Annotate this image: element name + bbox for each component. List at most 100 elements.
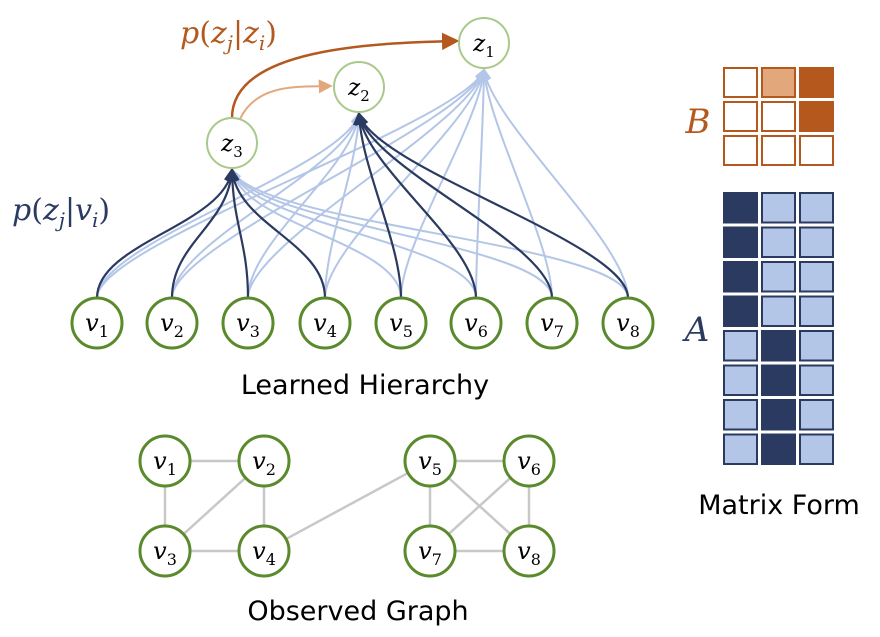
hier-node-v7-label: v7 bbox=[540, 309, 564, 341]
hier-node-v1: v1 bbox=[70, 296, 124, 350]
observed-graph-edges bbox=[163, 459, 531, 553]
edge-v8-z3-weak bbox=[230, 167, 629, 299]
graph-node-v2-label: v2 bbox=[252, 447, 276, 479]
matrix-b bbox=[723, 67, 834, 166]
caption-learned-hierarchy: Learned Hierarchy bbox=[241, 370, 489, 401]
node-z3-circle bbox=[206, 117, 258, 169]
matrix-b-cell-2-2 bbox=[799, 135, 834, 166]
edge-v7-z2-strong bbox=[354, 111, 554, 299]
observed-graph-nodes: v1 v2 v3 v4 v5 v6 v7 v8 bbox=[138, 434, 556, 578]
label-p-z-given-v: p(zj|vi) bbox=[12, 193, 110, 232]
hier-node-v6-label: v6 bbox=[464, 309, 488, 341]
edge-v5-z3-weak bbox=[227, 167, 402, 299]
graph-node-v5-circle bbox=[403, 434, 457, 488]
matrix-b-label: B bbox=[685, 102, 711, 142]
hier-node-v2-circle bbox=[145, 296, 199, 350]
graph-node-v3: v3 bbox=[138, 524, 192, 578]
matrix-a-cell-2-0 bbox=[723, 261, 758, 293]
matrix-a-cell-5-1 bbox=[761, 364, 796, 396]
edge-v5-z2-strong bbox=[352, 111, 403, 299]
edge-v5-z1-weak bbox=[400, 67, 490, 299]
edge-v2-z3-strong bbox=[170, 167, 238, 299]
graph-node-v2-circle bbox=[237, 434, 291, 488]
hier-node-v2-label: v2 bbox=[160, 309, 184, 341]
hier-node-v7: v7 bbox=[525, 296, 579, 350]
matrix-a-cell-1-2 bbox=[799, 226, 834, 258]
matrix-a-cell-3-0 bbox=[723, 295, 758, 327]
matrix-a-cell-7-1 bbox=[761, 433, 796, 465]
hier-node-v5-circle bbox=[374, 296, 428, 350]
hier-node-v4-circle bbox=[298, 296, 352, 350]
edge-z3-z1 bbox=[230, 32, 460, 119]
caption-matrix-form: Matrix Form bbox=[698, 490, 860, 521]
edge-v3-z1-weak bbox=[247, 67, 488, 299]
caption-observed-graph: Observed Graph bbox=[247, 596, 468, 627]
hier-node-v6: v6 bbox=[449, 296, 503, 350]
matrix-a-cell-6-1 bbox=[761, 399, 796, 431]
hier-node-v4-label: v4 bbox=[313, 309, 337, 341]
matrix-a-cell-7-0 bbox=[723, 433, 758, 465]
hier-node-v7-circle bbox=[525, 296, 579, 350]
edge-v1-z1-weak bbox=[96, 67, 486, 299]
graph-edge-v4-v5 bbox=[285, 471, 409, 541]
matrix-b-cell-0-1 bbox=[761, 67, 796, 98]
graph-node-v8-circle bbox=[502, 524, 556, 578]
edge-v4-z3-strong bbox=[226, 167, 327, 299]
graph-node-v2: v2 bbox=[237, 434, 291, 488]
edge-v1-z3-strong bbox=[95, 167, 237, 299]
hier-node-v5-label: v5 bbox=[389, 309, 413, 341]
light-hierarchy-edges bbox=[96, 67, 629, 299]
hier-node-v3: v3 bbox=[221, 296, 275, 350]
node-z2-label: z2 bbox=[347, 75, 370, 105]
matrix-a-cell-1-0 bbox=[723, 226, 758, 258]
edge-v3-z3-strong bbox=[225, 167, 250, 299]
graph-node-v1: v1 bbox=[138, 434, 192, 488]
edge-v7-z1-weak bbox=[478, 67, 553, 299]
matrix-b-cell-1-2 bbox=[799, 101, 834, 132]
matrix-a-label: A bbox=[682, 310, 710, 350]
graph-node-v8-label: v8 bbox=[517, 537, 541, 569]
edge-v7-z3-weak bbox=[229, 167, 553, 299]
hier-node-v8-label: v8 bbox=[616, 309, 640, 341]
node-z2-circle bbox=[333, 61, 385, 113]
dark-hierarchy-edges bbox=[95, 111, 630, 299]
matrix-a-cell-6-2 bbox=[799, 399, 834, 431]
graph-node-v3-circle bbox=[138, 524, 192, 578]
graph-edge-v2-v3 bbox=[182, 476, 247, 536]
matrix-a-cell-0-2 bbox=[799, 192, 834, 224]
latent-nodes: z1 z2 z3 bbox=[206, 17, 510, 169]
edge-v2-z1-weak bbox=[171, 67, 487, 299]
node-z1: z1 bbox=[458, 17, 510, 69]
matrix-a-cell-3-1 bbox=[761, 295, 796, 327]
observed-nodes-hierarchy: v1 v2 v3 v4 v5 v6 v7 v8 bbox=[70, 296, 655, 350]
graph-node-v6-label: v6 bbox=[517, 447, 541, 479]
matrix-a-cell-2-1 bbox=[761, 261, 796, 293]
matrix-a-cell-5-0 bbox=[723, 364, 758, 396]
matrix-b-cell-1-1 bbox=[761, 101, 796, 132]
edge-v2-z2-weak bbox=[171, 111, 363, 299]
node-z3-label: z3 bbox=[220, 131, 243, 161]
graph-node-v6: v6 bbox=[502, 434, 556, 488]
matrix-a-cell-6-0 bbox=[723, 399, 758, 431]
matrix-b-cell-0-2 bbox=[799, 67, 834, 98]
edge-v6-z1-weak bbox=[475, 67, 490, 299]
node-z1-circle bbox=[458, 17, 510, 69]
edge-z3-z2 bbox=[239, 79, 333, 120]
hier-node-v6-circle bbox=[449, 296, 503, 350]
graph-node-v1-circle bbox=[138, 434, 192, 488]
matrix-a-cell-1-1 bbox=[761, 226, 796, 258]
hier-node-v8-circle bbox=[601, 296, 655, 350]
matrix-a-cell-4-0 bbox=[723, 330, 758, 362]
matrix-a-cell-0-0 bbox=[723, 192, 758, 224]
graph-node-v5: v5 bbox=[403, 434, 457, 488]
edge-v4-z2-weak bbox=[324, 111, 365, 299]
label-p-z-given-z: p(zj|zi) bbox=[180, 16, 277, 55]
graph-node-v4-circle bbox=[237, 524, 291, 578]
matrix-a-cell-4-1 bbox=[761, 330, 796, 362]
graph-node-v5-label: v5 bbox=[418, 447, 442, 479]
matrix-b-cell-0-0 bbox=[723, 67, 758, 98]
hier-node-v3-label: v3 bbox=[236, 309, 260, 341]
node-z2: z2 bbox=[333, 61, 385, 113]
node-z3: z3 bbox=[206, 117, 258, 169]
